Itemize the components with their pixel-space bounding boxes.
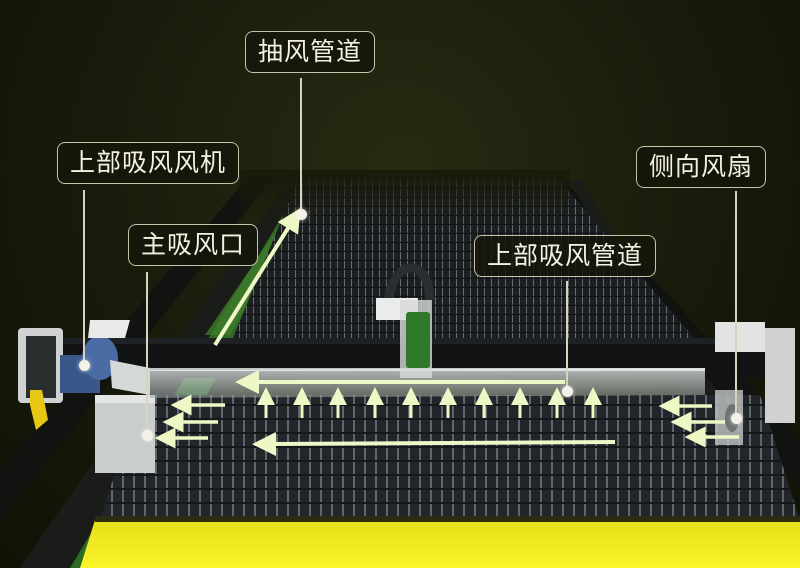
leader-top-suction-fan — [83, 190, 85, 365]
label-main-suction-port: 主吸风口 — [128, 224, 259, 266]
label-exhaust-duct: 抽风管道 — [245, 31, 376, 73]
label-top-suction-fan: 上部吸风风机 — [57, 142, 240, 184]
label-top-suction-duct: 上部吸风管道 — [474, 235, 657, 277]
label-side-fan: 侧向风扇 — [636, 146, 767, 188]
anchor-top-suction-fan — [79, 360, 90, 371]
anchor-exhaust-duct — [296, 209, 307, 220]
anchor-side-fan — [731, 413, 742, 424]
leader-side-fan — [735, 191, 737, 417]
anchor-top-suction-duct — [562, 386, 573, 397]
leader-top-suction-duct — [566, 281, 568, 391]
leader-main-suction-port — [146, 272, 148, 435]
leader-exhaust-duct — [300, 78, 302, 214]
anchor-main-suction-port — [142, 430, 153, 441]
